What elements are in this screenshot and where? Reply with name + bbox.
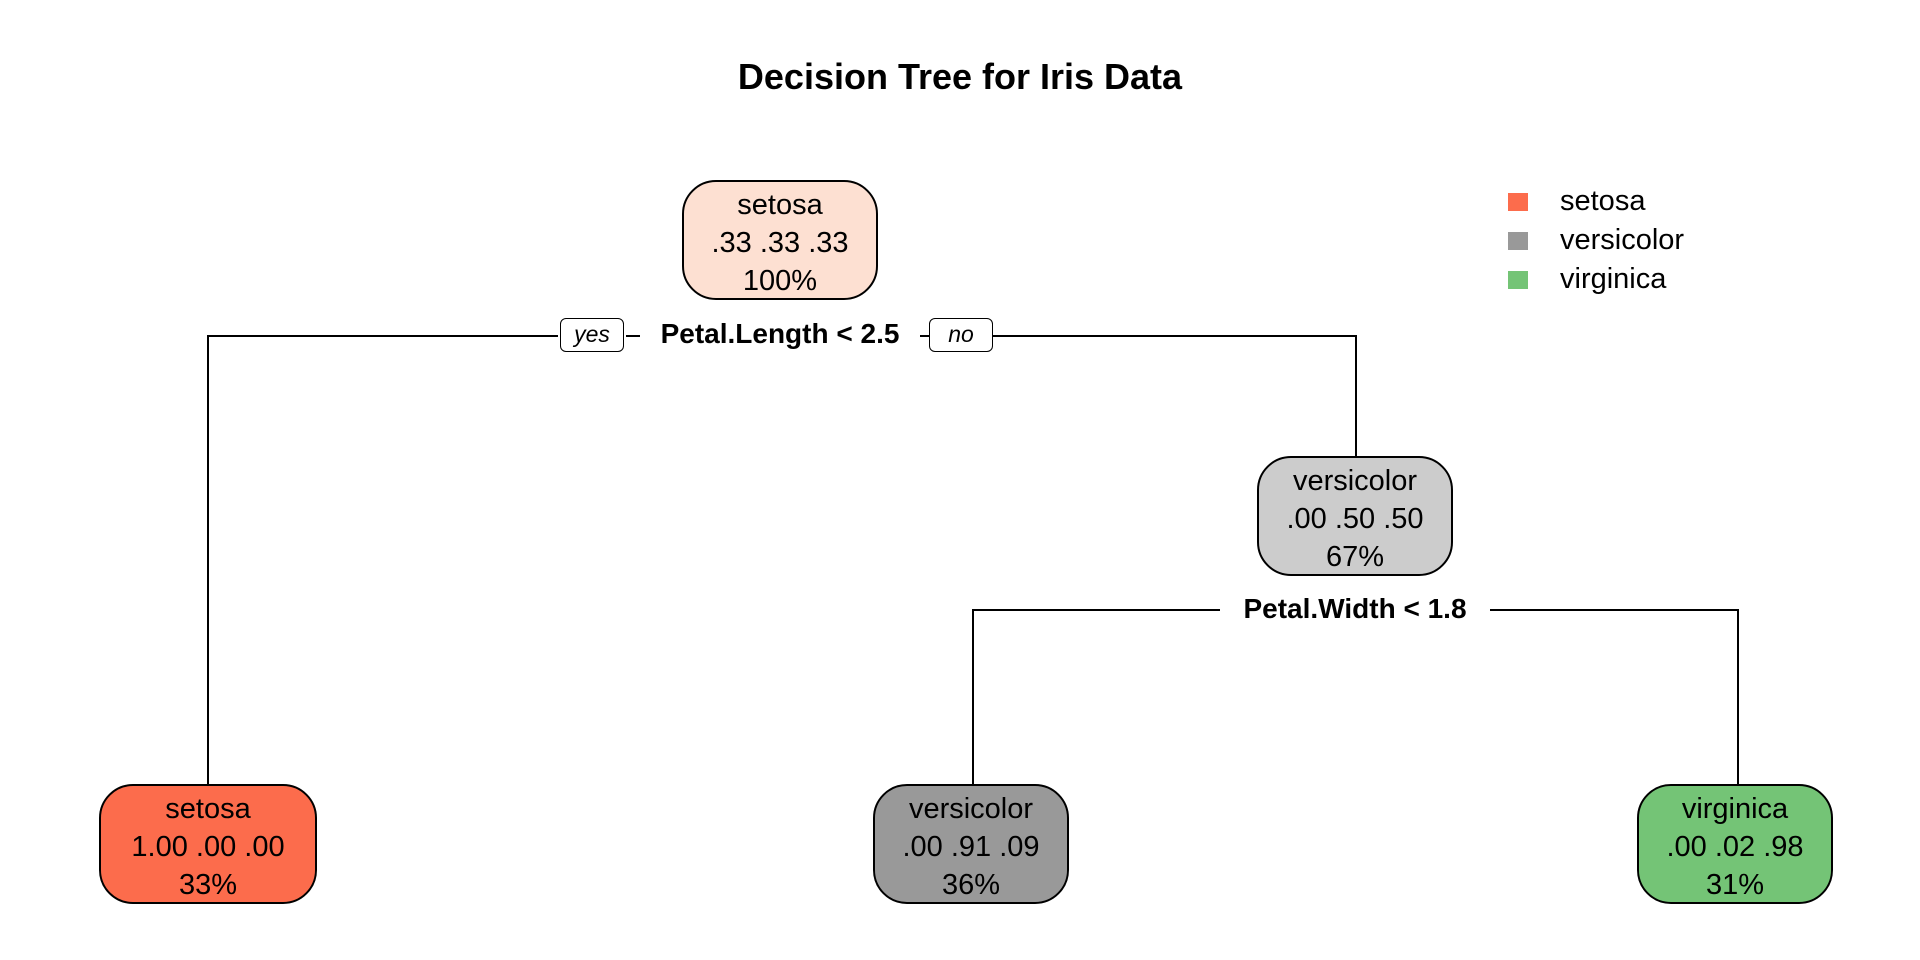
tree-node-root: setosa .33 .33 .33 100%	[682, 180, 878, 300]
node-probabilities: .00 .50 .50	[1286, 503, 1424, 535]
legend: setosa versicolor virginica	[1508, 182, 1684, 299]
node-probabilities: 1.00 .00 .00	[131, 831, 285, 863]
edge-right-to-virginica-leaf	[1490, 609, 1739, 784]
node-probabilities: .33 .33 .33	[711, 227, 849, 259]
chart-title: Decision Tree for Iris Data	[737, 56, 1183, 97]
node-class-label: setosa	[737, 189, 823, 221]
tree-leaf-setosa: setosa 1.00 .00 .00 33%	[99, 784, 317, 904]
node-probabilities: .00 .02 .98	[1666, 831, 1804, 863]
legend-label: setosa	[1560, 185, 1646, 217]
node-percent: 33%	[178, 869, 238, 901]
edge-label-no: no	[929, 318, 993, 352]
legend-item-versicolor: versicolor	[1508, 221, 1684, 260]
legend-label: versicolor	[1560, 224, 1685, 256]
tree-node-versicolor-internal: versicolor .00 .50 .50 67%	[1257, 456, 1453, 576]
node-class-label: setosa	[165, 793, 251, 825]
legend-label: virginica	[1560, 263, 1667, 295]
edge-right-to-versicolor-leaf	[972, 609, 1220, 784]
split-label-right: Petal.Width < 1.8	[1237, 593, 1473, 625]
legend-item-virginica: virginica	[1508, 260, 1684, 299]
legend-item-setosa: setosa	[1508, 182, 1684, 221]
split-label-root: Petal.Length < 2.5	[654, 318, 906, 350]
tree-leaf-versicolor: versicolor .00 .91 .09 36%	[873, 784, 1069, 904]
edge-root-to-setosa-leaf	[207, 335, 558, 784]
tree-leaf-virginica: virginica .00 .02 .98 31%	[1637, 784, 1833, 904]
node-percent: 31%	[1705, 869, 1765, 901]
node-percent: 36%	[941, 869, 1001, 901]
edge-label-yes: yes	[560, 318, 624, 352]
node-percent: 67%	[1325, 541, 1385, 573]
node-class-label: versicolor	[1292, 465, 1418, 497]
node-percent: 100%	[742, 265, 818, 297]
node-class-label: versicolor	[908, 793, 1034, 825]
edge-root-to-versicolor-node	[991, 335, 1357, 456]
legend-swatch	[1508, 270, 1528, 289]
legend-swatch	[1508, 231, 1528, 250]
legend-swatch	[1508, 192, 1528, 211]
node-probabilities: .00 .91 .09	[902, 831, 1040, 863]
node-class-label: virginica	[1681, 793, 1789, 825]
